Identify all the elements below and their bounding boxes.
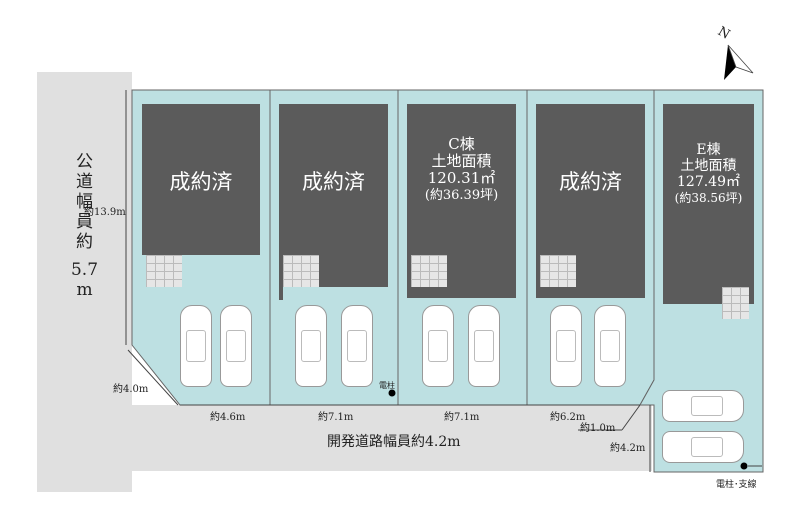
parking-car [180,305,212,387]
parking-car [594,305,626,387]
public-road-label: 公 道 幅 員 約 5.7 m [37,152,132,300]
area-label: 土地面積 [680,158,737,174]
porch [283,255,319,287]
lot-title: C棟 [448,135,475,153]
frontage-dimension: 約4.6m [210,412,246,423]
area-sqm: 127.49㎡ [677,174,740,190]
porch [540,255,576,287]
frontage-dimension: 約7.1m [318,412,354,423]
development-road [132,405,652,471]
frontage-dimension: 約7.1m [444,412,480,423]
road-char: 幅 [76,192,93,212]
road-char: 道 [76,172,93,192]
parking-car [295,305,327,387]
public-road: 公 道 幅 員 約 5.7 m [37,72,132,492]
lot-c-info: C棟 土地面積 120.31㎡ (約36.39坪) [407,136,516,204]
utility-pole-icon [388,389,396,397]
area-tsubo: (約38.56坪) [674,191,743,205]
parking-car [468,305,500,387]
corner-dim-line [127,349,179,406]
north-arrow-icon [724,44,754,80]
parking-car [422,305,454,387]
road-width-value: 5.7 [70,260,99,280]
area-label: 土地面積 [431,152,492,170]
offset-leader [621,404,641,431]
porch [722,287,749,319]
road-char: 約 [76,232,93,252]
road-char: 公 [76,152,93,172]
sold-label: 成約済 [302,170,365,194]
utility-pole-guy-icon [740,462,748,470]
lot-a-building: 成約済 [142,104,260,255]
road-dimension: 約4.2m [610,443,646,454]
parking-car [550,305,582,387]
utility-pole-label: 電柱 [379,381,395,390]
parking-car [662,431,744,463]
offset-dimension: 約1.0m [580,423,616,434]
parking-car [341,305,373,387]
lot-e-building: E棟 土地面積 127.49㎡ (約38.56坪) [663,104,754,304]
utility-pole-guy-label: 電柱･支線 [716,480,757,490]
frontage-dimension: 約6.2m [550,412,586,423]
lot-title: E棟 [696,142,721,158]
sold-label: 成約済 [169,170,233,194]
lot-e-info: E棟 土地面積 127.49㎡ (約38.56坪) [663,142,754,206]
road-width-unit: m [76,280,93,300]
development-road-label: 開発道路幅員約4.2m [327,434,461,450]
parking-car [662,390,744,422]
parking-car [220,305,252,387]
sold-label: 成約済 [559,170,622,194]
porch [411,255,447,287]
area-tsubo: (約36.39坪) [424,188,499,203]
corner-dimension: 約4.0m [113,384,149,395]
road-char: 員 [76,212,93,232]
area-sqm: 120.31㎡ [427,169,496,187]
lot-b-building-ext [279,287,283,300]
porch [146,255,182,287]
depth-dimension: 約13.9m [84,207,126,218]
